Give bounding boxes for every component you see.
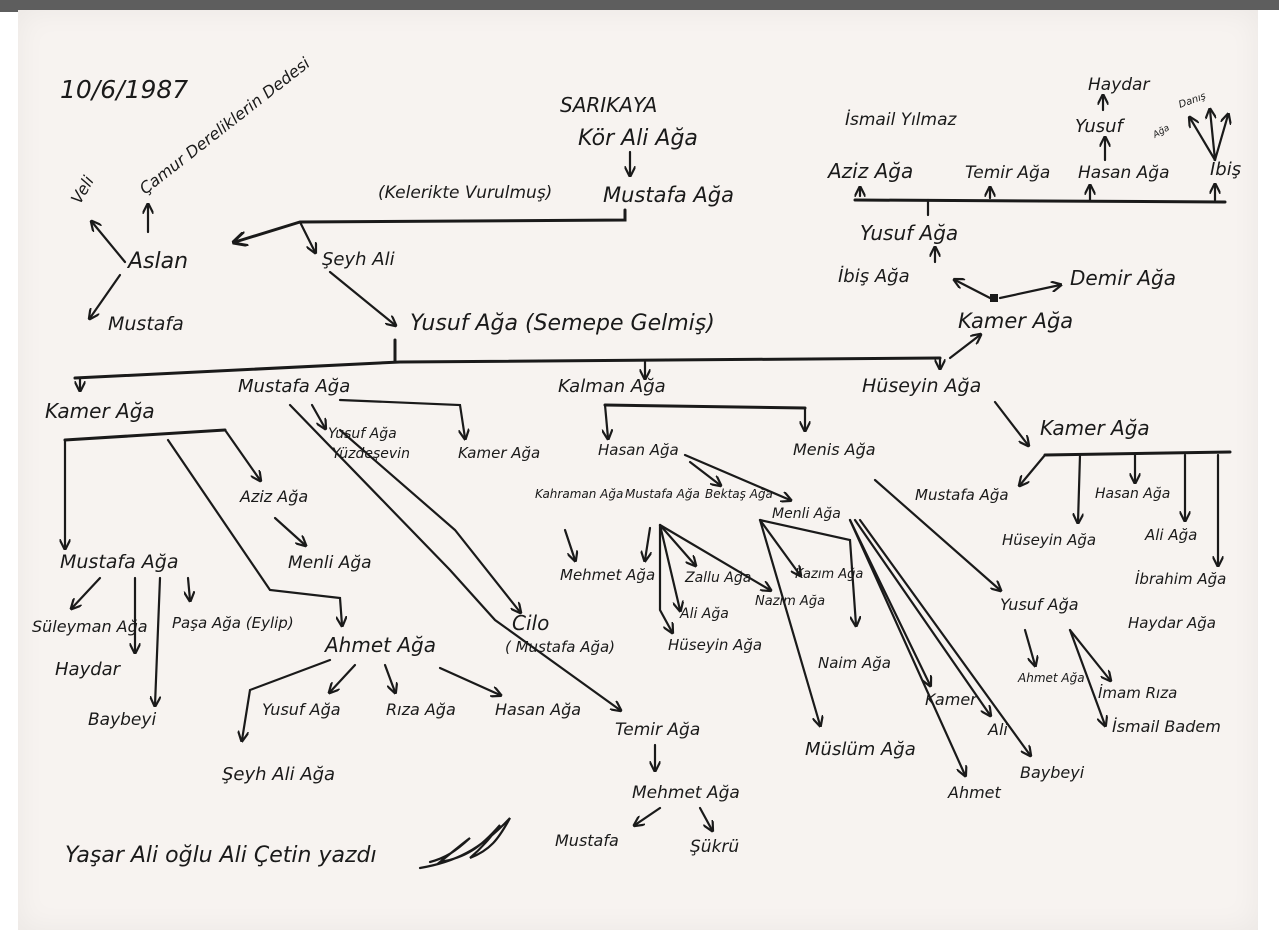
mc-a-yusuf: Yusuf Ağa <box>262 700 341 719</box>
kl-ahmet-aga: Ahmet Ağa <box>1017 671 1085 685</box>
root-surname: SARIKAYA <box>560 93 657 117</box>
kc-menli: Menli Ağa <box>288 553 372 573</box>
kc-aziz: Aziz Ağa <box>239 487 308 506</box>
kl-bektas: Bektaş Ağa <box>705 487 773 501</box>
ur-demir-aga: Demir Ağa <box>1070 266 1176 290</box>
gen3-huseyin: Hüseyin Ağa <box>862 375 981 397</box>
kl-mustafa: Mustafa Ağa <box>625 487 700 501</box>
ur-kamer-aga: Kamer Ağa <box>958 309 1073 333</box>
kl-zallu: Zallu Ağa <box>684 570 751 586</box>
yusuf-aga: Yusuf Ağa (Semepe Gelmiş) <box>410 311 715 336</box>
ur-hasan: Hasan Ağa <box>1078 163 1170 183</box>
connector-lines <box>65 96 1230 870</box>
hc-kamer: Kamer Ağa <box>1040 416 1150 440</box>
kl-menli: Menli Ağa <box>772 506 841 522</box>
root-ancestor: Kör Ali Ağa <box>578 126 698 151</box>
date-label: 10/6/1987 <box>60 75 188 104</box>
kl-mehmet: Mehmet Ağa <box>560 566 655 584</box>
kl-imam-riza: İmam Rıza <box>1098 683 1177 702</box>
kc-beybeyi: Baybeyi <box>88 710 156 730</box>
mc-m-sukru: Şükrü <box>690 837 739 857</box>
mc-cilo: Cilo <box>512 611 549 635</box>
kl-kahraman: Kahraman Ağa <box>535 487 623 501</box>
ur-yusuf: Yusuf <box>1075 116 1126 137</box>
mc-a-riza: Rıza Ağa <box>386 700 456 719</box>
paper-sheet <box>18 10 1258 930</box>
seyh-ali: Şeyh Ali <box>322 249 395 270</box>
mc-a-hasan: Hasan Ağa <box>495 700 581 719</box>
ur-yusuf-aga: Yusuf Ağa <box>860 221 958 245</box>
mc-yusuf: Yusuf Ağa <box>328 426 397 442</box>
gen3-kalman: Kalman Ağa <box>558 376 666 397</box>
aslan-child-veli: Veli <box>67 172 98 207</box>
hc-ibrahim: İbrahim Ağa <box>1135 569 1226 588</box>
mc-m-mustafa: Mustafa <box>555 831 619 850</box>
kc-mustafa: Mustafa Ağa <box>60 551 179 573</box>
kl-huseyin: Hüseyin Ağa <box>668 636 762 654</box>
gen3-mustafa: Mustafa Ağa <box>238 376 350 397</box>
kl-muslum: Müslüm Ağa <box>805 739 916 760</box>
kl-ismail: İsmail Badem <box>1112 717 1221 736</box>
mc-ahmet: Ahmet Ağa <box>323 633 436 657</box>
mc-temir: Temir Ağa <box>615 720 700 740</box>
kl-ali2: Ali <box>987 720 1008 739</box>
ur-temir: Temir Ağa <box>965 163 1050 183</box>
scan-right-edge <box>1258 10 1279 930</box>
gen3-kamer: Kamer Ağa <box>45 399 155 423</box>
root-note: (Kelerikte Vurulmuş) <box>378 183 552 203</box>
ur-haydar: Haydar <box>1088 75 1150 95</box>
hc-mustafa: Mustafa Ağa <box>915 486 1009 504</box>
ur-ibis-aga: İbiş Ağa <box>838 266 910 287</box>
hc-huseyin: Hüseyin Ağa <box>1002 531 1096 549</box>
kl-menis: Menis Ağa <box>793 440 876 459</box>
kl-kazim: Kazım Ağa <box>795 567 863 582</box>
kl-hasan: Hasan Ağa <box>598 441 679 459</box>
hc-haydar: Haydar Ağa <box>1128 614 1216 632</box>
kl-ahmet: Ahmet <box>947 783 1002 802</box>
kc-pasa: Paşa Ağa (Eylip) <box>172 614 294 632</box>
kl-ali: Ali Ağa <box>679 606 729 622</box>
root-son: Mustafa Ağa <box>603 183 734 207</box>
mc-a-seyh: Şeyh Ali Ağa <box>222 764 335 785</box>
ur-iblis: İbiş <box>1210 159 1241 180</box>
mc-cilo-note: ( Mustafa Ağa) <box>505 638 615 656</box>
kl-kamer: Kamer <box>925 690 978 709</box>
scan-top-edge <box>0 0 1279 12</box>
kc-sulapa: Süleyman Ağa <box>32 617 148 636</box>
aslan-child-mustafa: Mustafa <box>108 313 184 335</box>
kl-yusuf: Yusuf Ağa <box>1000 595 1079 614</box>
kl-baybeyi: Baybeyi <box>1020 763 1085 782</box>
hc-ali: Ali Ağa <box>1144 526 1197 544</box>
kc-haydar: Haydar <box>55 659 122 680</box>
kl-nazim: Nazım Ağa <box>755 594 825 609</box>
ur-small1: Danış <box>1177 91 1207 111</box>
mc-terzi: Yüzdeşevin <box>332 446 410 462</box>
ur-small2: Ağa <box>1151 123 1172 141</box>
footer-signature-text: Yaşar Ali oğlu Ali Çetin yazdı <box>65 843 377 868</box>
hc-hasan: Hasan Ağa <box>1095 486 1170 502</box>
aslan-name: Aslan <box>126 249 188 274</box>
mc-mehmet: Mehmet Ağa <box>632 783 740 803</box>
ur-ismail: İsmail Yılmaz <box>845 109 958 130</box>
mc-kamer: Kamer Ağa <box>458 444 540 462</box>
ur-aziz: Aziz Ağa <box>826 159 913 183</box>
kl-naim: Naim Ağa <box>818 654 891 672</box>
labels: 10/6/1987 Çamur Dereliklerin Dedesi SARI… <box>32 53 1241 868</box>
